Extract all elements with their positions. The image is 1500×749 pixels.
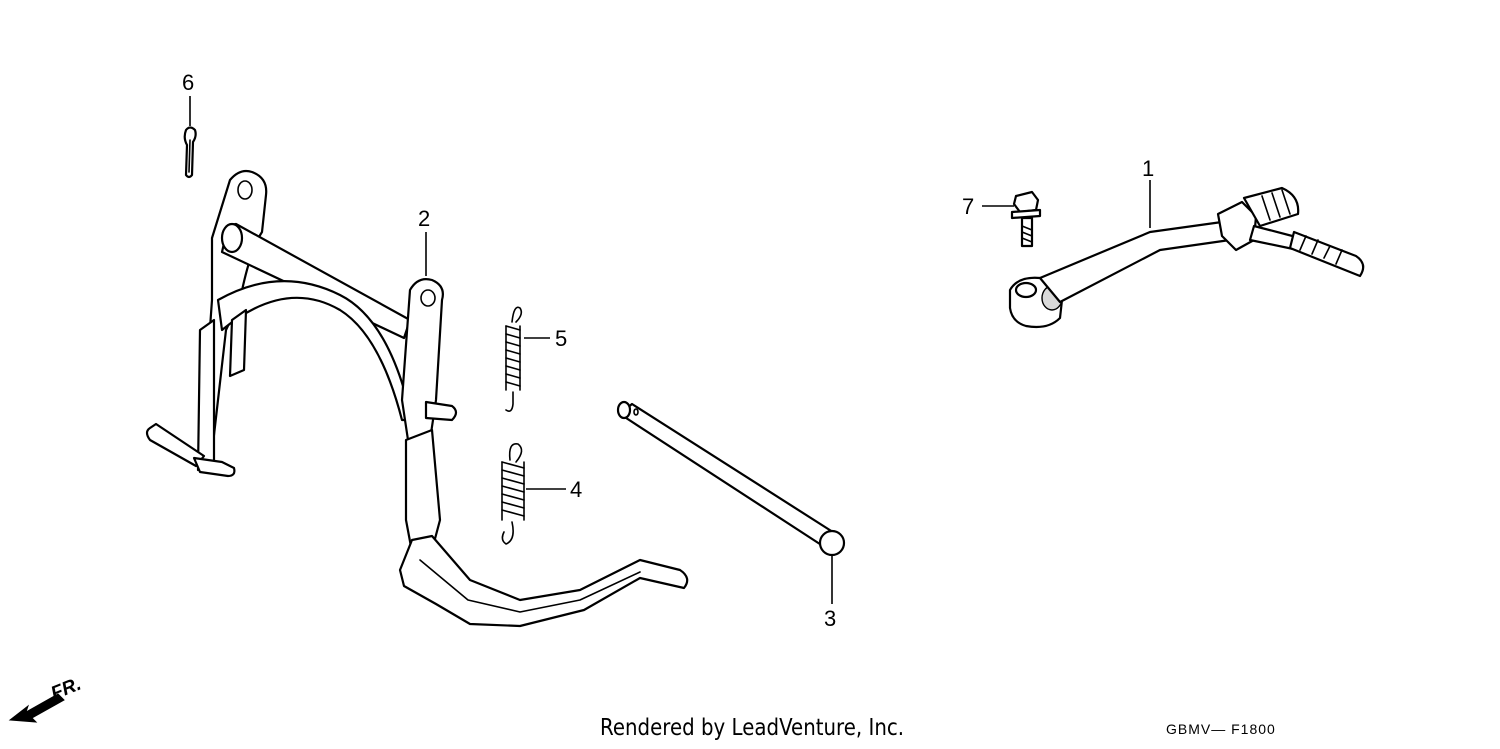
callout-7[interactable]: 7 <box>962 194 974 219</box>
direction-label: FR. <box>48 674 84 705</box>
callout-2[interactable]: 2 <box>418 206 430 231</box>
callout-4[interactable]: 4 <box>570 477 582 502</box>
callout-6[interactable]: 6 <box>182 70 194 95</box>
large-spring-part[interactable] <box>501 443 525 545</box>
render-credit: Rendered by LeadVenture, Inc. <box>600 715 905 741</box>
small-spring-part[interactable] <box>505 306 523 412</box>
main-stand-part[interactable] <box>145 169 689 628</box>
diagram-code: GBMV— F1800 <box>1166 721 1276 737</box>
flange-bolt-part[interactable] <box>1010 190 1042 248</box>
callout-5[interactable]: 5 <box>555 326 567 351</box>
callout-1[interactable]: 1 <box>1142 156 1154 181</box>
kick-start-arm-part[interactable] <box>1008 186 1365 329</box>
stand-shaft-part[interactable] <box>616 400 846 557</box>
front-direction-arrow-icon <box>8 693 65 723</box>
cotter-pin-part[interactable] <box>183 126 197 179</box>
callout-3[interactable]: 3 <box>824 606 836 631</box>
